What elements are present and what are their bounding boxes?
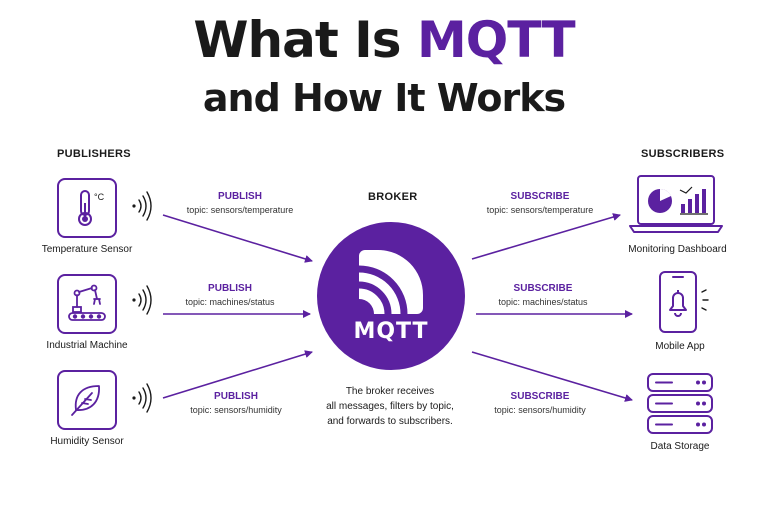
page-subtitle: and How It Works <box>202 76 566 120</box>
publish-arrow-1 <box>162 214 313 263</box>
subscribe-label-1: SUBSCRIBE <box>510 191 570 202</box>
publish-label-2: PUBLISH <box>208 283 252 294</box>
subscribe-arrow-1 <box>471 213 621 260</box>
page-title: What Is MQTT <box>0 8 768 72</box>
broker-logo-text: MQTT <box>353 318 429 344</box>
broker-node: MQTT <box>317 222 465 370</box>
unit-label: °C <box>94 192 105 202</box>
broker-desc-line: and forwards to subscribers. <box>327 416 453 427</box>
publish-topic-3: topic: sensors/humidity <box>190 405 282 415</box>
mobile-app-label: Mobile App <box>655 341 705 352</box>
humidity-sensor-label: Humidity Sensor <box>50 436 124 447</box>
broker-desc-line: The broker receives <box>345 386 435 397</box>
signal-wave-icon <box>132 191 152 221</box>
industrial-machine-card <box>57 274 117 334</box>
subscribe-topic-1: topic: sensors/temperature <box>486 205 594 215</box>
publish-arrow-3 <box>162 350 313 399</box>
title-prefix: What Is <box>193 11 417 69</box>
mobile-bell-icon <box>659 271 709 333</box>
mqtt-logo-icon <box>358 249 423 314</box>
publish-topic-1: topic: sensors/temperature <box>186 205 294 215</box>
humidity-sensor-card <box>57 370 117 430</box>
server-stack-icon <box>647 373 713 434</box>
temperature-sensor-label: Temperature Sensor <box>41 244 133 255</box>
robot-arm-icon <box>68 284 106 321</box>
title-accent: MQTT <box>416 11 576 69</box>
thermometer-icon: °C <box>78 190 105 226</box>
subscribe-topic-2: topic: machines/status <box>498 297 588 307</box>
publish-label-1: PUBLISH <box>218 191 262 202</box>
broker-description: The broker receives all messages, filter… <box>300 384 480 429</box>
broker-heading: BROKER <box>368 191 418 203</box>
signal-wave-icon <box>132 285 152 315</box>
subscribe-arrow-3 <box>471 351 633 402</box>
monitoring-dashboard-label: Monitoring Dashboard <box>628 244 727 255</box>
publish-topic-2: topic: machines/status <box>185 297 275 307</box>
laptop-dashboard-icon <box>629 175 723 233</box>
industrial-machine-label: Industrial Machine <box>46 340 128 351</box>
publish-label-3: PUBLISH <box>214 391 258 402</box>
signal-wave-icon <box>132 383 152 413</box>
subscribers-heading: SUBSCRIBERS <box>641 148 725 160</box>
subscribe-label-2: SUBSCRIBE <box>513 283 573 294</box>
publishers-heading: PUBLISHERS <box>57 148 131 160</box>
data-storage-label: Data Storage <box>650 441 710 452</box>
subscribe-topic-3: topic: sensors/humidity <box>494 405 586 415</box>
leaf-icon <box>71 385 100 416</box>
temperature-sensor-card: °C <box>57 178 117 238</box>
broker-desc-line: all messages, filters by topic, <box>326 401 454 412</box>
subscribe-label-3: SUBSCRIBE <box>510 391 570 402</box>
